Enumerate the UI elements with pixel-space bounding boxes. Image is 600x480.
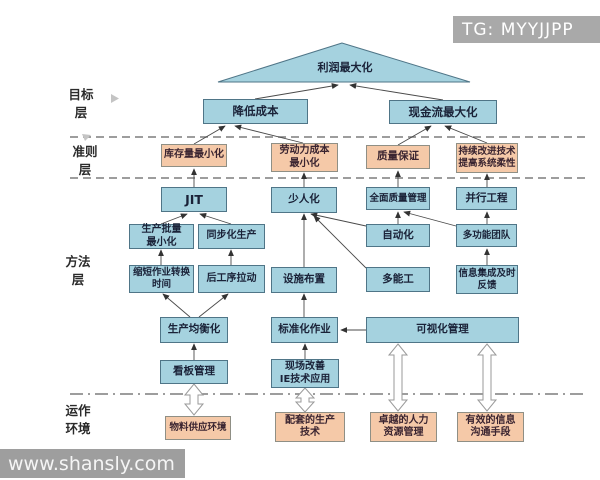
node-multi-skilled-worker: 多能工: [366, 267, 430, 292]
node-profit-max: 利润最大化: [317, 61, 373, 74]
node-automation: 自动化: [366, 224, 430, 247]
node-standardized-work: 标准化作业: [271, 317, 338, 343]
profit-triangle-shape: [217, 42, 471, 83]
environment-double-arrows: [183, 343, 498, 416]
node-small-batch: 生产批量 最小化: [129, 224, 194, 249]
node-pull-production: 后工序拉动: [198, 265, 265, 293]
node-labor-cost-min: 劳动力成本 最小化: [271, 143, 338, 172]
layer-label-operation: 运作 环境: [65, 403, 91, 437]
node-few-workers: 少人化: [271, 187, 337, 213]
node-facility-layout: 设施布置: [271, 267, 337, 293]
site-watermark: www.shansly.com: [0, 449, 185, 478]
node-jit: JIT: [161, 187, 227, 212]
cursor-artifact2-icon: [82, 134, 91, 141]
node-continuous-improvement: 持续改进技术 提高系统柔性: [456, 143, 518, 173]
layer-label-method: 方法 层: [65, 254, 91, 288]
node-communication: 有效的信息 沟通手段: [457, 412, 524, 442]
tg-badge: TG: MYYJJPP: [453, 16, 600, 43]
node-kaizen-ie: 现场改善 IE技术应用: [271, 359, 339, 388]
layer-label-criteria: 准则 层: [72, 144, 98, 178]
node-visual-management: 可视化管理: [366, 317, 519, 343]
node-tqm: 全面质量管理: [366, 187, 430, 210]
cursor-artifact-icon: [111, 94, 119, 103]
node-supporting-tech: 配套的生产 技术: [275, 412, 345, 442]
node-cashflow-max: 现金流最大化: [389, 100, 497, 124]
node-kanban: 看板管理: [160, 360, 228, 384]
node-info-feedback: 信息集成及时 反馈: [456, 265, 518, 294]
node-concurrent-engineering: 并行工程: [456, 187, 517, 210]
node-production-leveling: 生产均衡化: [160, 317, 228, 343]
node-hr-management: 卓越的人力 资源管理: [370, 412, 437, 442]
node-quality-assurance: 质量保证: [366, 145, 430, 169]
connector-lines: [158, 83, 490, 360]
node-setup-time-reduction: 缩短作业转换 时间: [129, 265, 194, 293]
layer-label-goal: 目标 层: [68, 87, 94, 121]
node-multifunctional-team: 多功能团队: [456, 224, 517, 247]
node-material-supply: 物料供应环境: [165, 416, 231, 440]
node-synchronized-production: 同步化生产: [198, 224, 265, 249]
node-cost-reduction: 降低成本: [203, 99, 308, 124]
node-inventory-min: 库存量最小化: [161, 144, 227, 167]
